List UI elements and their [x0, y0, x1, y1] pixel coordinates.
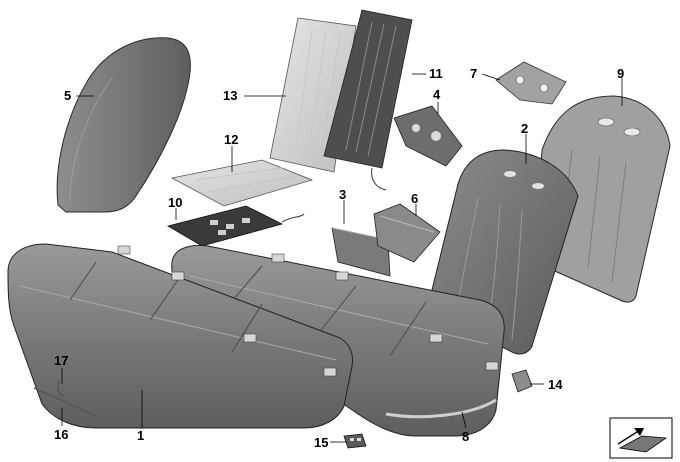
part-16-wire — [33, 387, 97, 417]
part-10-seat-mat — [166, 205, 305, 247]
part-1-left-seat-cushion — [7, 243, 353, 429]
callout-4: 4 — [433, 87, 441, 102]
view-direction-arrow-icon — [609, 417, 673, 459]
part-7-bracket — [495, 61, 567, 105]
callout-13: 13 — [223, 88, 238, 103]
callout-14: 14 — [548, 377, 563, 392]
callout-5: 5 — [64, 88, 72, 103]
part-17-hook — [57, 379, 65, 397]
callout-8: 8 — [462, 429, 470, 444]
callout-9: 9 — [617, 66, 625, 81]
callout-1: 1 — [137, 428, 145, 443]
callout-2: 2 — [521, 121, 529, 136]
part-4-trim-panel — [393, 105, 463, 167]
callout-7: 7 — [470, 66, 478, 81]
part-6-cover — [373, 203, 441, 263]
callout-15: 15 — [314, 435, 329, 450]
callout-17: 17 — [54, 353, 69, 368]
callout-3: 3 — [339, 187, 347, 202]
callout-11: 11 — [429, 66, 443, 81]
part-5-side-bolster — [56, 37, 191, 213]
part-14-clip — [511, 369, 533, 393]
callout-6: 6 — [411, 191, 419, 206]
part-15-bracket — [343, 433, 367, 449]
callout-12: 12 — [224, 132, 239, 147]
part-12-seat-heating-pad — [170, 159, 314, 207]
callout-10: 10 — [168, 195, 183, 210]
leader-lines — [61, 73, 623, 443]
part-11-heating-mat — [323, 9, 413, 191]
callout-16: 16 — [54, 427, 69, 442]
